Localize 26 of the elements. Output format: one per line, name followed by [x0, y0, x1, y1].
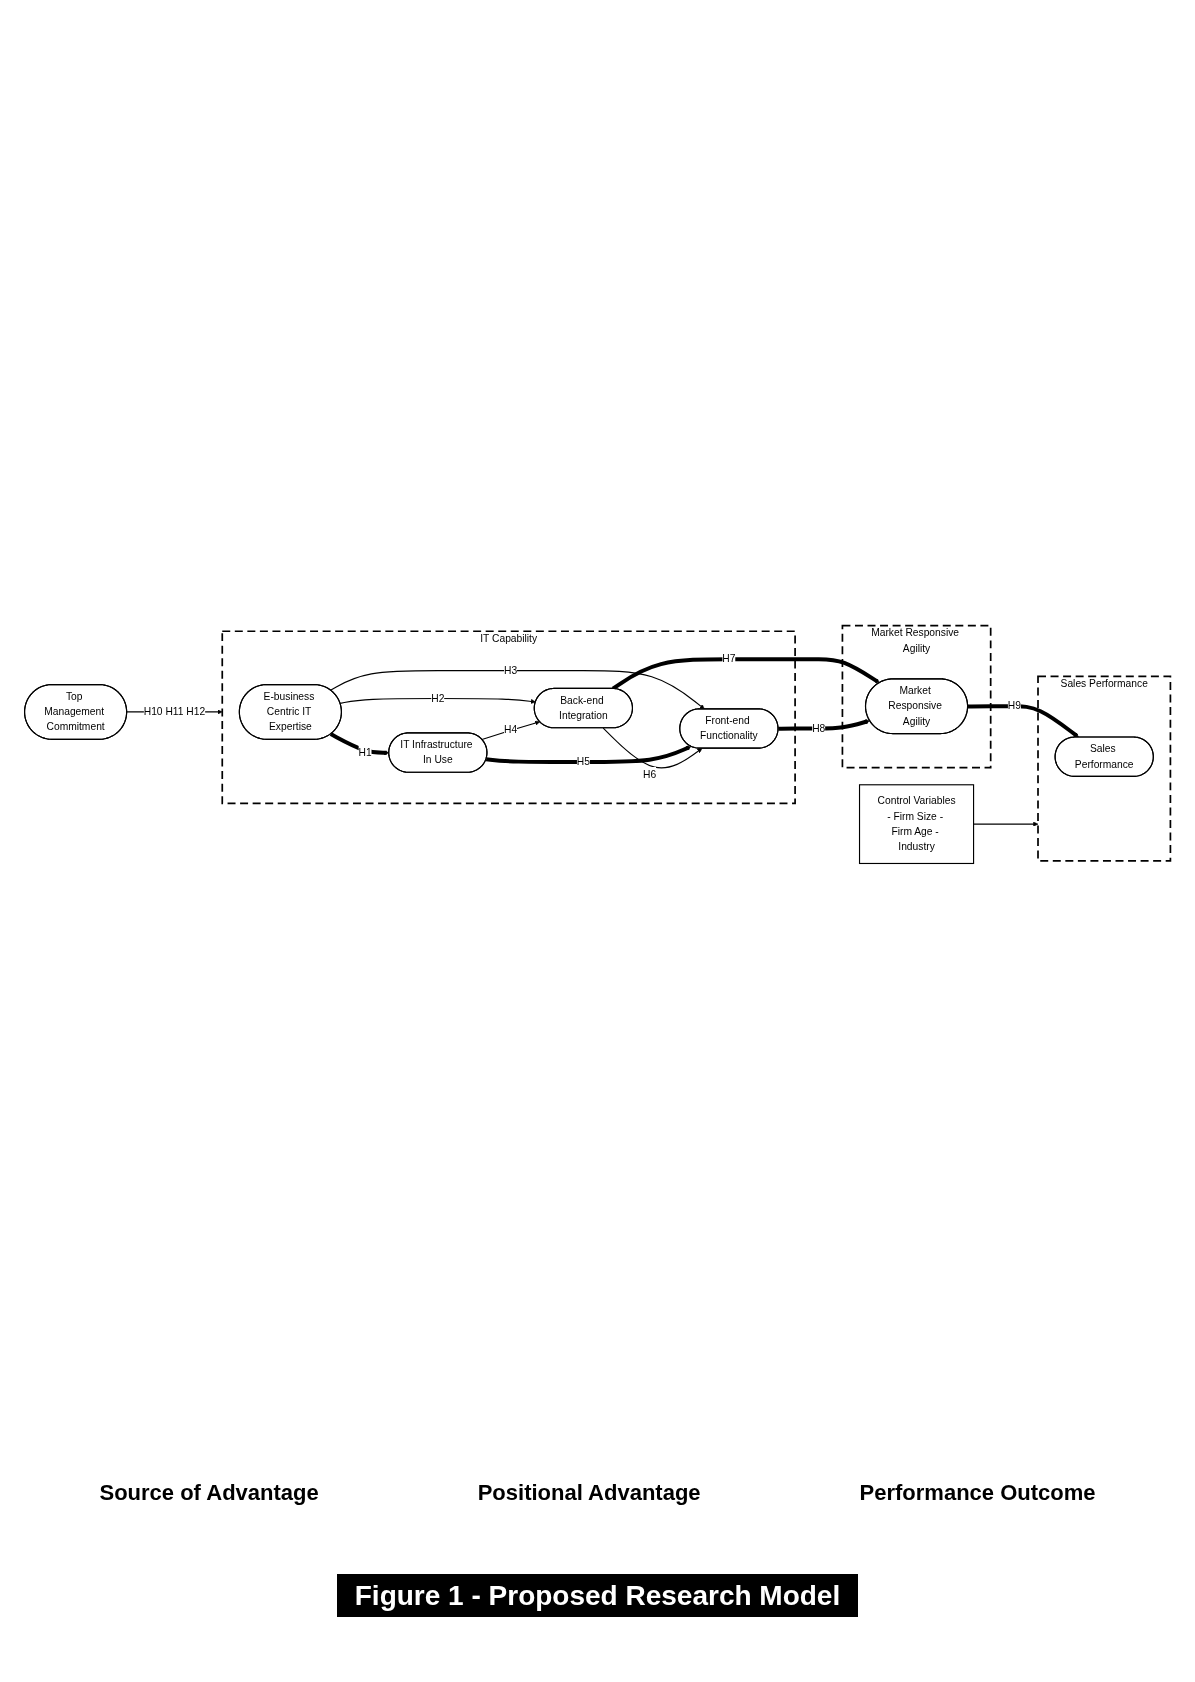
arrow [329, 670, 705, 710]
edge-label: H3 [504, 665, 518, 677]
edge-label: H10 H11 H12 [143, 706, 206, 718]
edge-label: H2 [431, 693, 445, 705]
edge-label: H1 [358, 747, 372, 759]
arrow [611, 657, 880, 691]
edge-label: H4 [504, 724, 518, 737]
stage-label: Source of Advantage [99, 1480, 319, 1506]
arrow [339, 698, 536, 705]
edge-label: H5 [576, 756, 590, 769]
stage-label: Positional Advantage [477, 1480, 701, 1506]
arrow [602, 727, 703, 769]
research-model-diagram: H1 H2 H3 H4 H5 H6 H7 H8 H9 H10 H11 H12 E-business Centric IT Expertise IT Infrastructure In Use Back-end Integration Front-end Functionality Market Responsive Agility Sales Performance Top Management Commitment Control Variables - Firm Size - Firm Age - Industry Sales Performance Market Responsive Agility IT Capability [20, 621, 1175, 869]
edge-label: H8 [812, 722, 826, 735]
stage-label: Performance Outcome [859, 1480, 1096, 1506]
arrow [485, 746, 692, 765]
edge-label: H9 [1007, 700, 1021, 713]
edge-label: H7 [722, 653, 736, 666]
edge-label: H6 [643, 769, 657, 781]
figure-caption: Figure 1 - Proposed Research Model [336, 1574, 859, 1617]
arrow [778, 719, 870, 732]
arrow [481, 721, 541, 741]
arrow [967, 704, 1079, 739]
arrow [973, 822, 1039, 828]
node-box [858, 784, 975, 865]
arrow [329, 732, 390, 756]
